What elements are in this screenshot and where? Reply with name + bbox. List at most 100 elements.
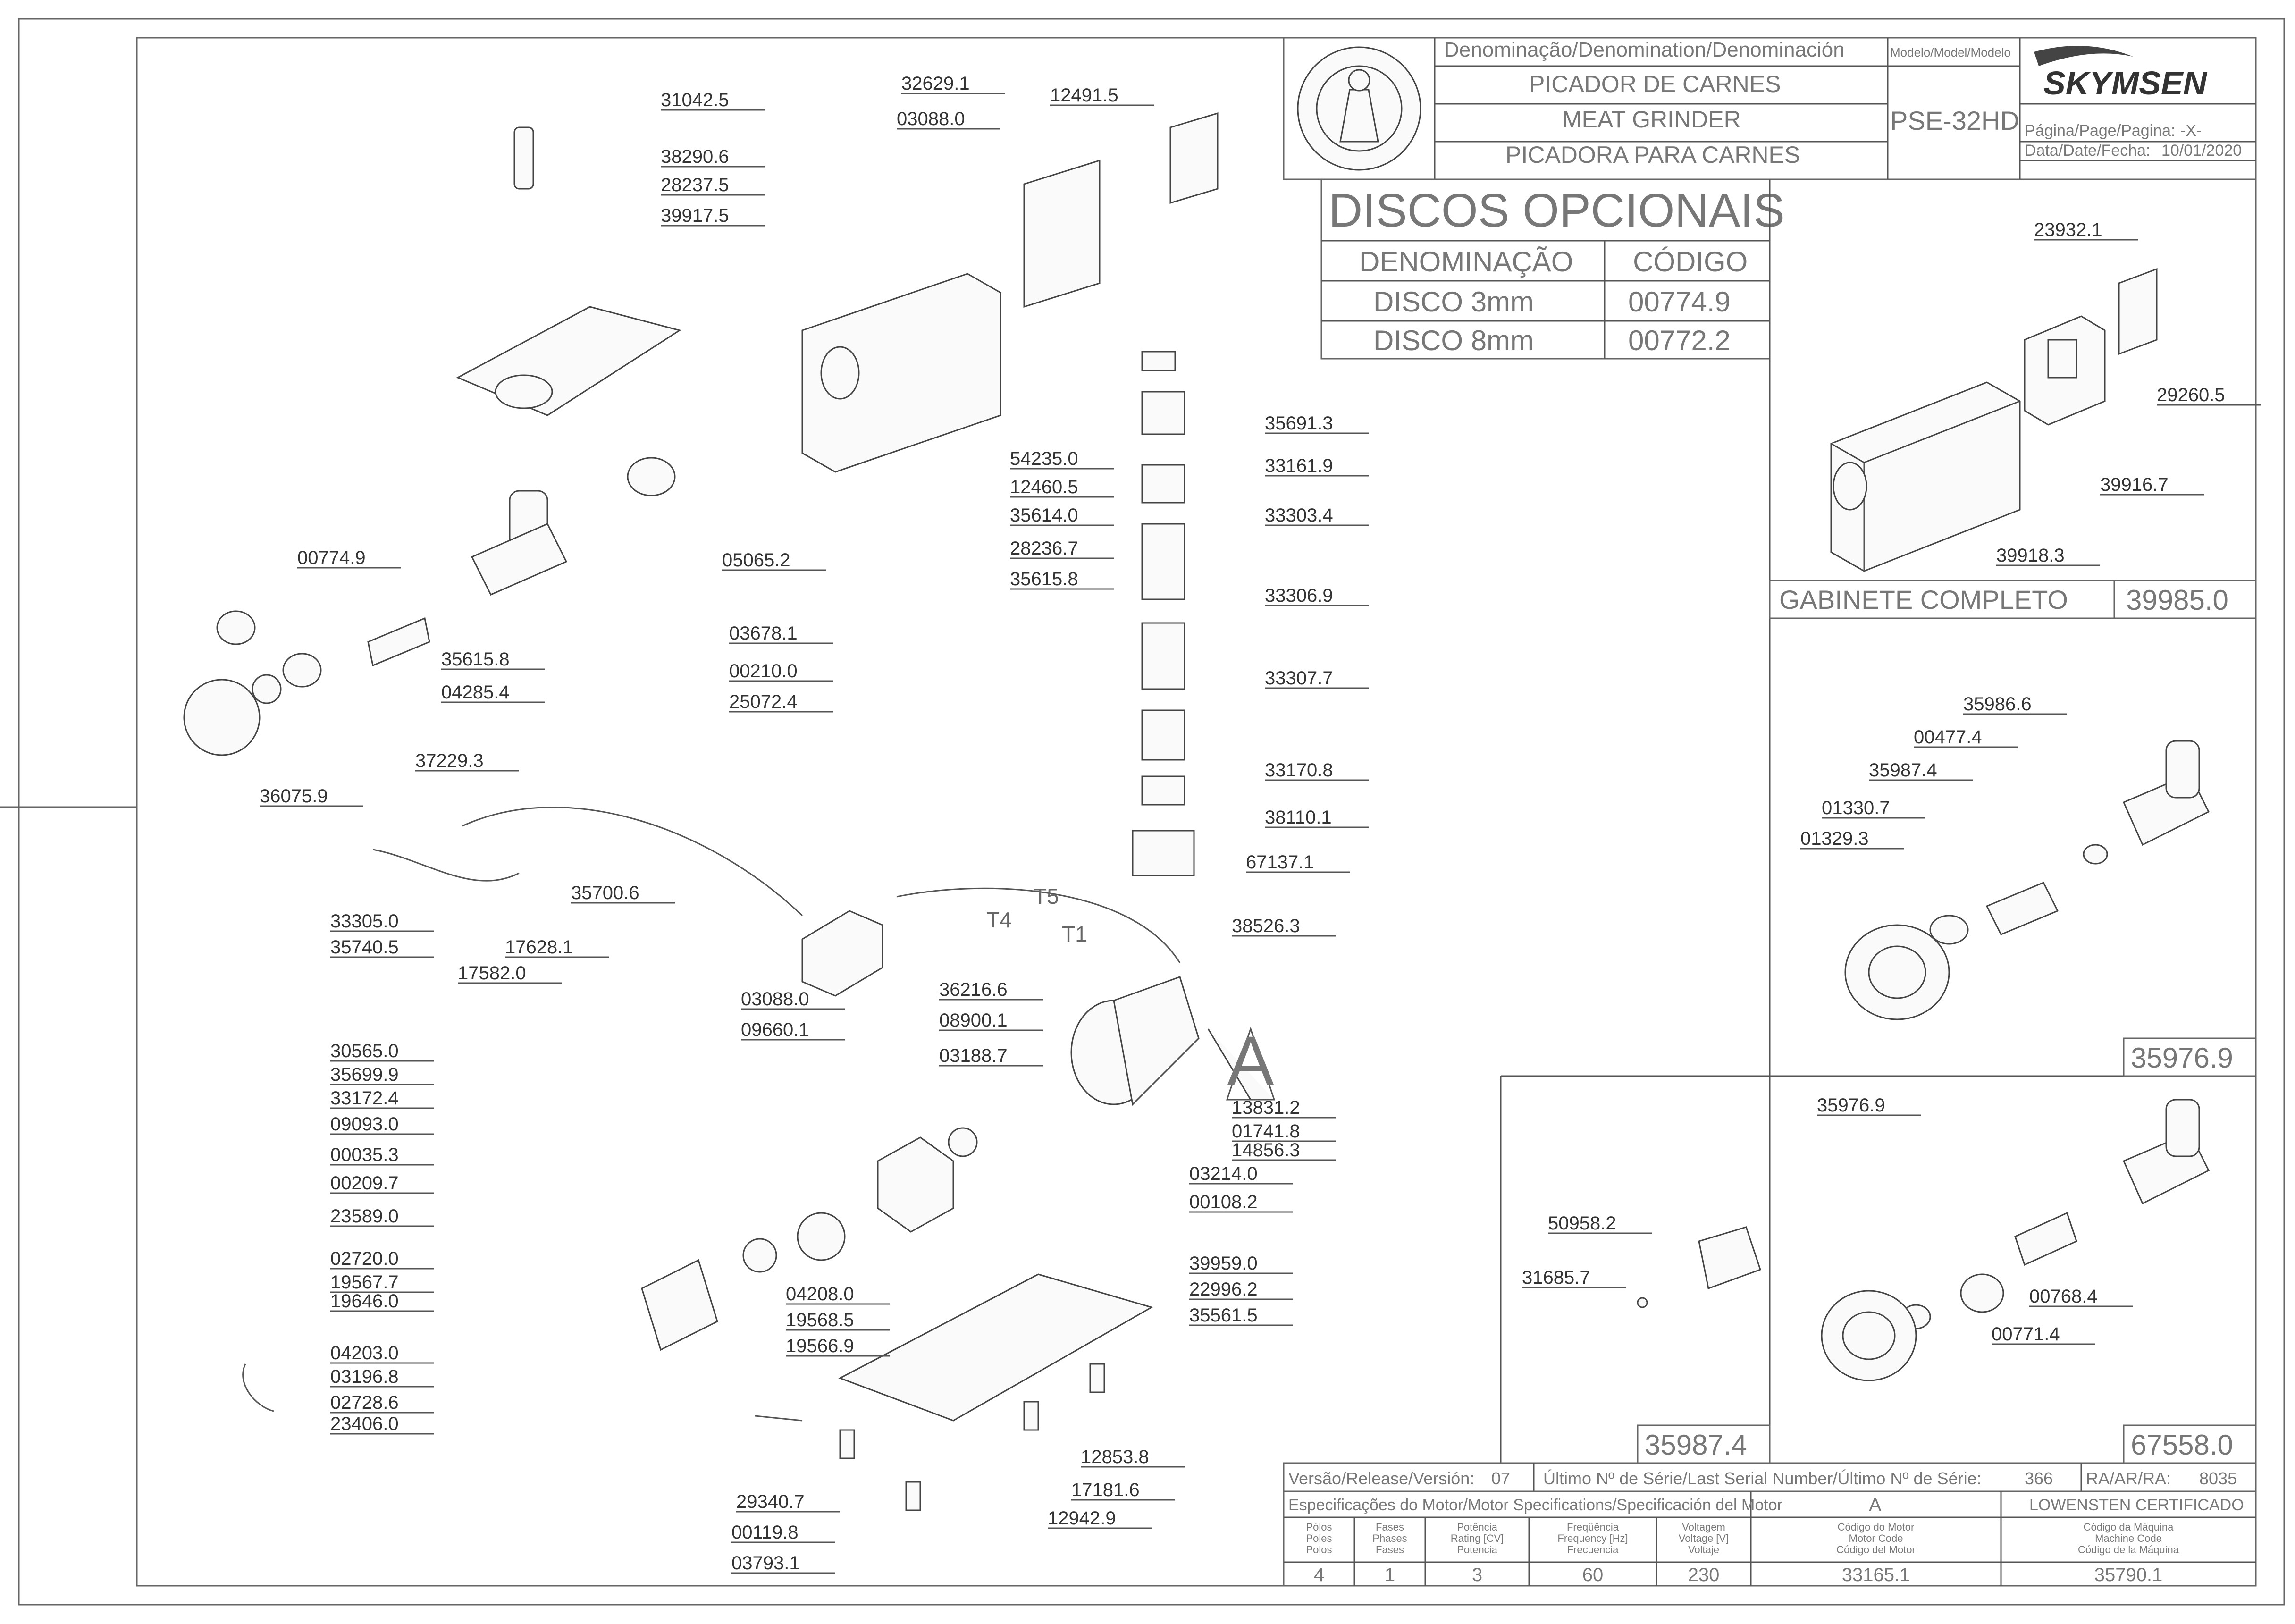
motor-spec-heading: Machine Code — [2095, 1532, 2162, 1544]
cabinet-assembly-drawing — [1830, 268, 2158, 572]
foot-part — [1089, 1363, 1105, 1393]
decal-part — [1141, 391, 1185, 435]
ra-value: 8035 — [2199, 1469, 2237, 1488]
decal-part — [1141, 709, 1185, 761]
motor-spec-heading: Frecuencia — [1567, 1544, 1619, 1556]
disc-row-code: 00774.9 — [1628, 286, 1731, 318]
motor-spec-value: 1 — [1385, 1565, 1395, 1585]
part-number-label: 19568.5 — [786, 1310, 854, 1330]
page-value: -X- — [2180, 122, 2202, 140]
part-number-label: 30565.0 — [330, 1041, 399, 1061]
tray-part — [456, 306, 681, 416]
grinder-kit-b-code: 67558.0 — [2131, 1429, 2233, 1461]
part-number-label: 32629.1 — [901, 73, 970, 94]
cabinet-code: 39985.0 — [2126, 584, 2228, 616]
wire-tag: T5 — [1034, 884, 1059, 909]
part-number-label: 36216.6 — [939, 979, 1008, 1000]
motor-spec-value: 33165.1 — [1842, 1565, 1910, 1585]
page-label: Página/Page/Pagina: — [2025, 122, 2175, 140]
wire — [896, 887, 1181, 963]
part-number-label: 00768.4 — [2029, 1286, 2098, 1307]
part-number-label: 23589.0 — [330, 1206, 399, 1227]
motor-spec-heading: Código da Máquina — [2084, 1521, 2174, 1533]
wire-tag: T1 — [1062, 922, 1087, 946]
col-denomination: DENOMINAÇÃO — [1359, 246, 1573, 278]
seal-part — [948, 1127, 978, 1157]
part-number-label: 35561.5 — [1189, 1305, 1258, 1326]
grinder-kit-drawing — [1844, 740, 2210, 1020]
motor-spec-value: 60 — [1582, 1565, 1604, 1585]
part-number-label: 29260.5 — [2157, 385, 2225, 405]
part-number-label: 33172.4 — [330, 1088, 399, 1109]
pusher-part — [513, 126, 534, 190]
part-number-label: 00771.4 — [1992, 1324, 2060, 1345]
part-number-label: 35699.9 — [330, 1064, 399, 1085]
part-number-label: 12942.9 — [1048, 1508, 1116, 1529]
pinion-part — [742, 1238, 777, 1273]
motor-spec-heading: Voltaje — [1688, 1544, 1719, 1556]
part-number-label: 23932.1 — [2034, 219, 2102, 240]
part-number-label: 00210.0 — [729, 661, 798, 682]
motor-spec-heading: Rating [CV] — [1451, 1532, 1504, 1544]
wire — [372, 849, 520, 882]
disc-row-name: DISCO 3mm — [1373, 286, 1534, 318]
part-number-label: 03793.1 — [731, 1553, 800, 1574]
part-number-label: 00035.3 — [330, 1144, 399, 1165]
rear-plate-part — [1023, 159, 1101, 308]
part-number-label: 03214.0 — [1189, 1163, 1258, 1184]
gear-cover-part — [641, 1259, 718, 1351]
part-number-label: 04285.4 — [441, 682, 510, 703]
title-block: Denominação/Denomination/Denominación PI… — [1283, 37, 2257, 180]
part-number-label: 04208.0 — [786, 1284, 854, 1304]
brand-logo: SKYMSEN — [2043, 65, 2208, 101]
part-number-label: 12853.8 — [1081, 1447, 1149, 1467]
part-number-label: 33161.9 — [1265, 455, 1333, 476]
part-number-label: 12460.5 — [1010, 477, 1078, 497]
part-number-label: 25072.4 — [729, 691, 798, 712]
foot-part — [1023, 1401, 1039, 1431]
foot-part — [905, 1481, 921, 1511]
motor-spec-heading: Código do Motor — [1838, 1521, 1915, 1533]
motor-spec-heading: Frequency [Hz] — [1557, 1532, 1628, 1544]
ring-part — [252, 674, 282, 704]
part-number-label: 39959.0 — [1189, 1253, 1258, 1274]
decal-part — [1141, 775, 1185, 806]
cabinet-hole — [820, 346, 860, 400]
motor-spec-heading: Voltagem — [1682, 1521, 1725, 1533]
outer-border — [18, 18, 2285, 1606]
part-number-label: 23406.0 — [330, 1414, 399, 1434]
disc-row-code: 00772.2 — [1628, 325, 1731, 356]
part-number-label: 09660.1 — [741, 1019, 809, 1040]
part-number-label: 01330.7 — [1822, 798, 1890, 818]
part-number-label: 35987.4 — [1869, 760, 1937, 781]
name-en: MEAT GRINDER — [1562, 106, 1741, 133]
motor-spec-heading: Motor Code — [1849, 1532, 1903, 1544]
motor-spec-value: 3 — [1472, 1565, 1482, 1585]
screw-part — [755, 1415, 803, 1422]
part-number-label: 12491.5 — [1050, 85, 1118, 106]
part-number-label: 19567.7 — [330, 1272, 399, 1293]
motor-cert: LOWENSTEN CERTIFICADO — [2029, 1496, 2244, 1514]
assembly-a-marker — [1226, 1027, 1276, 1101]
motor-spec-value: 35790.1 — [2094, 1565, 2163, 1585]
nut-ring-part — [183, 679, 261, 756]
motor-spec-table: Especificações do Motor/Motor Specificat… — [1283, 1490, 2257, 1587]
part-number-label: 00119.8 — [731, 1522, 799, 1543]
part-number-label: 35615.8 — [1010, 569, 1078, 589]
version-value: 07 — [1491, 1469, 1510, 1488]
part-number-label: 02720.0 — [330, 1248, 399, 1269]
part-number-label: 39917.5 — [661, 205, 729, 226]
disc-row-name: DISCO 8mm — [1373, 325, 1534, 356]
tray-outlet — [495, 374, 553, 409]
control-box-part — [801, 910, 883, 997]
part-number-label: 35614.0 — [1010, 505, 1078, 526]
model-header: Modelo/Model/Modelo — [1890, 45, 2011, 59]
part-number-label: 35976.9 — [1817, 1095, 1885, 1116]
part-number-label: 14856.3 — [1232, 1140, 1300, 1161]
part-number-label: 09093.0 — [330, 1114, 399, 1135]
part-number-label: 00477.4 — [1914, 727, 1982, 748]
part-number-label: 00774.9 — [297, 547, 366, 568]
part-number-label: 02728.6 — [330, 1392, 399, 1413]
serial-value: 366 — [2025, 1469, 2053, 1488]
decal-part — [1132, 830, 1195, 876]
